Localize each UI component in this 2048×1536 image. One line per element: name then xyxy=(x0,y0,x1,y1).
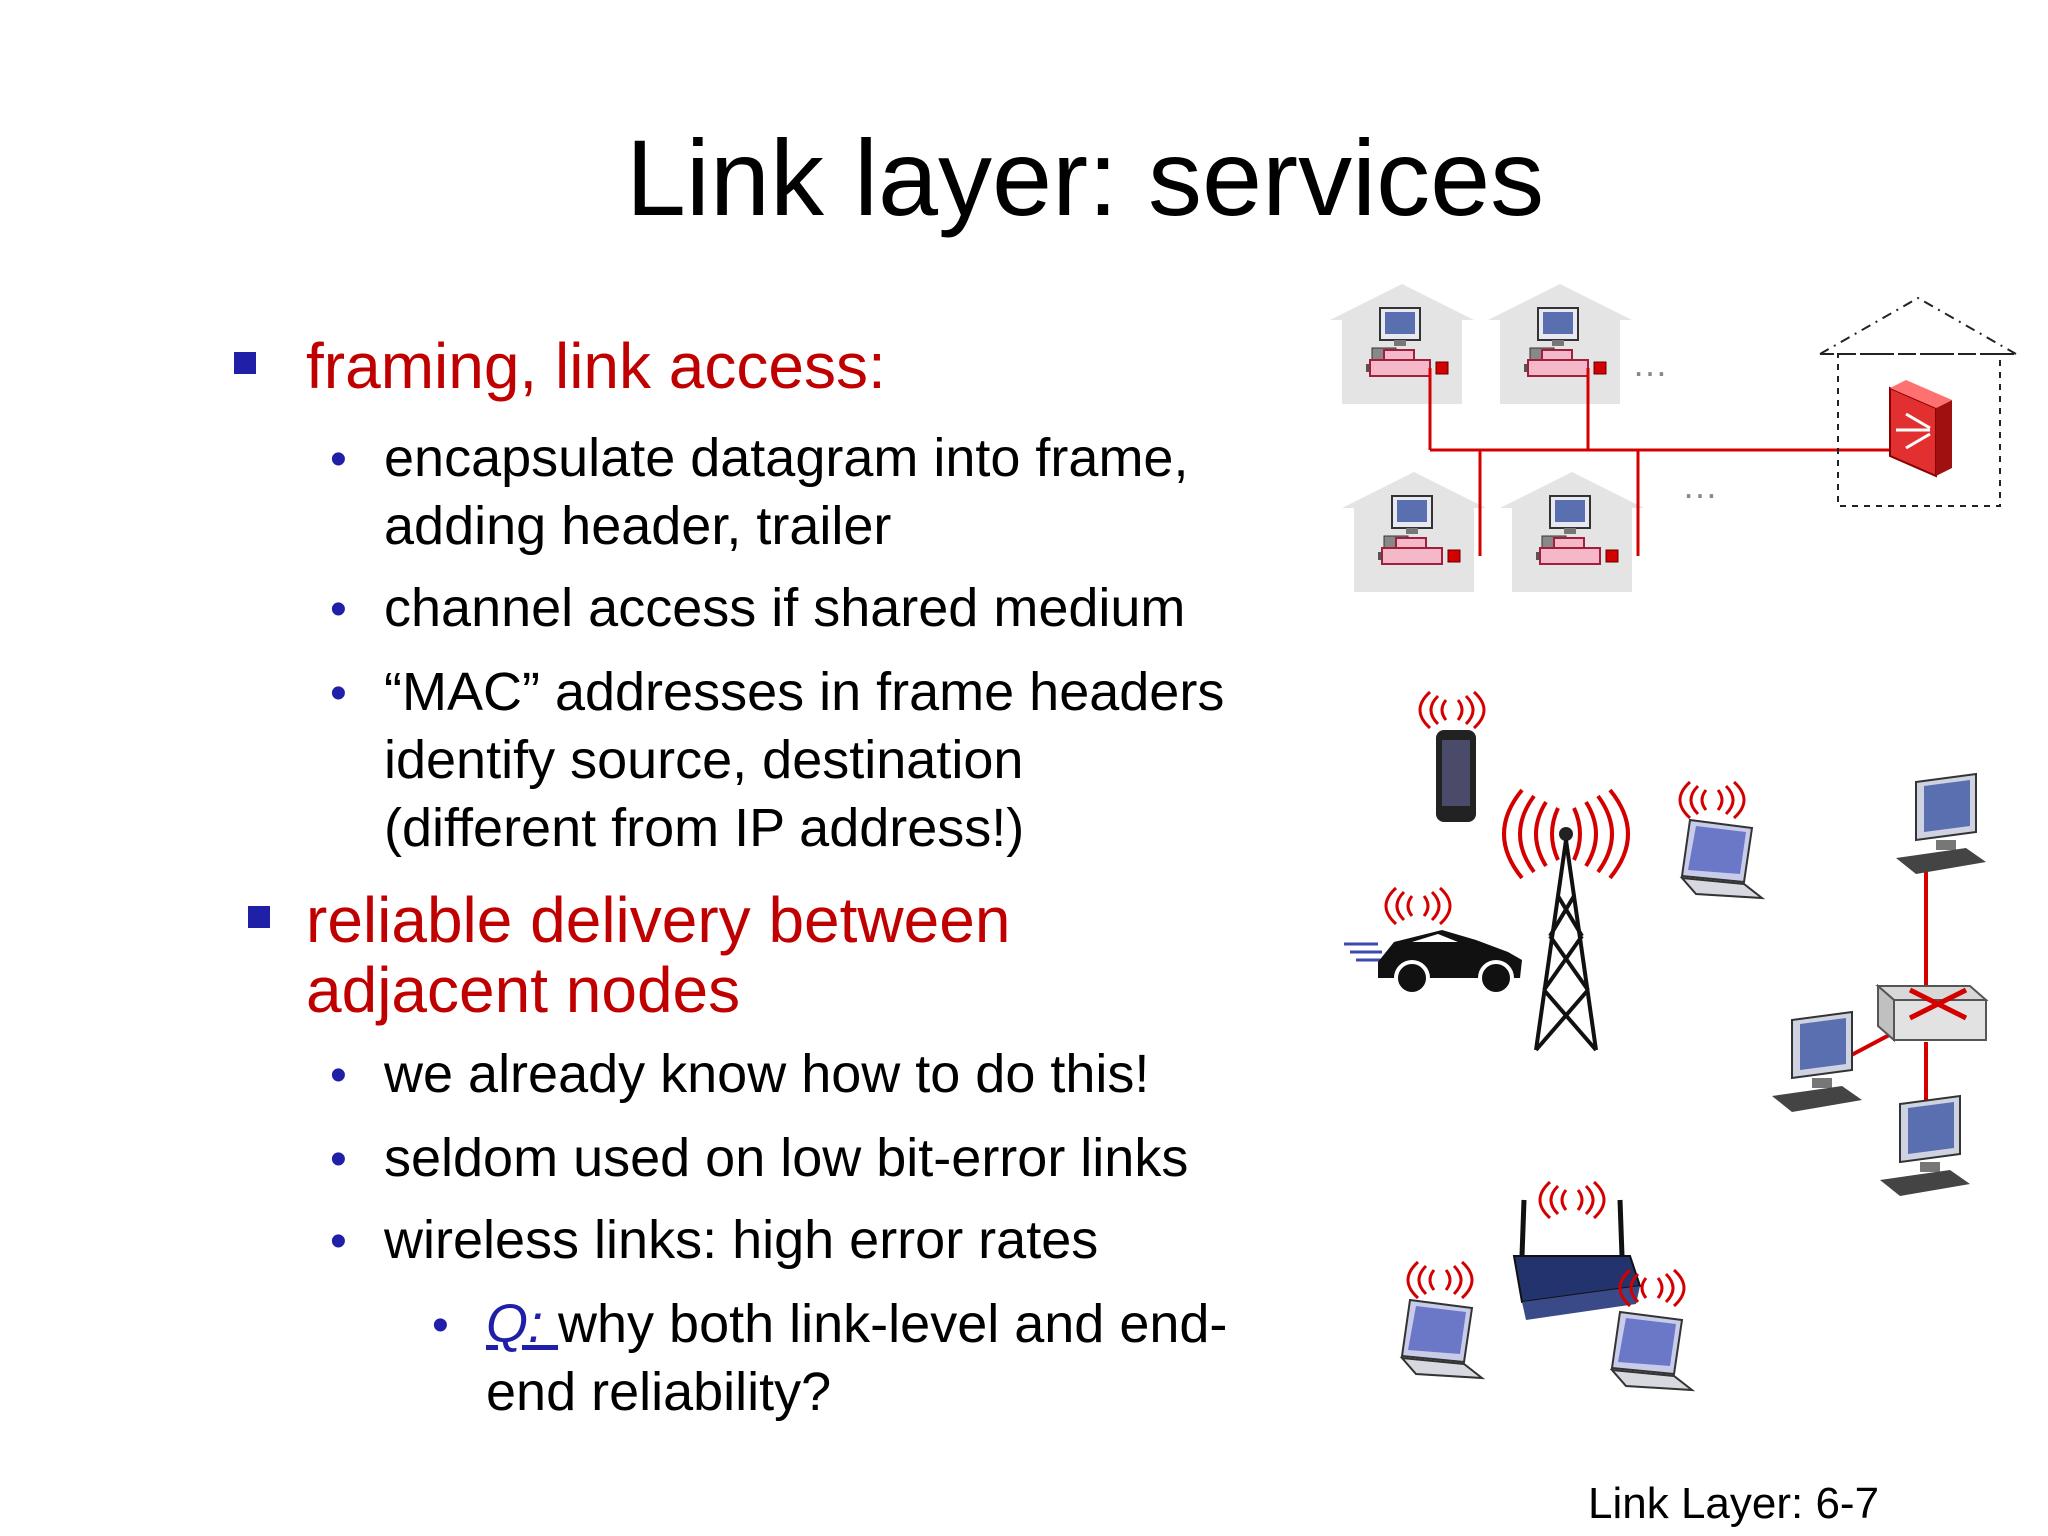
slide-footer: Link Layer: 6-7 xyxy=(1588,1479,1880,1528)
bullet-heading-reliable-continuation: adjacent nodes xyxy=(306,954,741,1026)
bullet-item: wireless links: high error rates xyxy=(384,1210,1099,1270)
cable-headend-icon xyxy=(1819,296,2017,507)
round-bullet-icon: • xyxy=(330,667,347,720)
bullet-heading-framing: framing, link access: xyxy=(306,330,886,402)
desktop-icon xyxy=(1895,773,1987,875)
house-icon xyxy=(1342,472,1486,592)
round-bullet-icon: • xyxy=(432,1299,449,1352)
bullet-item: “MAC” addresses in frame headers xyxy=(384,662,1225,722)
cable-line xyxy=(1428,368,1902,556)
desktop-icon xyxy=(1879,1095,1971,1197)
question-label: Q: xyxy=(486,1294,559,1354)
round-bullet-icon: • xyxy=(330,433,347,486)
square-bullet-icon xyxy=(248,906,270,928)
slide-title: Link layer: services xyxy=(625,117,1545,238)
cable-network-figure: … … xyxy=(1330,284,2017,592)
house-icon xyxy=(1500,472,1644,592)
wifi-router-icon xyxy=(1512,1180,1642,1320)
sub-bullet-item: Q: why both link-level and end- xyxy=(486,1290,1227,1358)
laptop-icon xyxy=(1401,1260,1483,1379)
bullet-item-continuation: adding header, trailer xyxy=(384,496,892,556)
bullet-item: encapsulate datagram into frame, xyxy=(384,428,1189,488)
ethernet-switch-icon xyxy=(1875,983,1989,1043)
house-icon xyxy=(1330,284,1474,404)
bullet-item-continuation: (different from IP address!) xyxy=(384,798,1025,858)
house-icon xyxy=(1488,284,1632,404)
bullet-item: seldom used on low bit-error links xyxy=(384,1128,1189,1188)
round-bullet-icon: • xyxy=(330,1215,347,1268)
bullet-item: we already know how to do this! xyxy=(384,1044,1150,1104)
cell-tower-icon xyxy=(1502,788,1630,1052)
question-text: why both link-level and end- xyxy=(558,1294,1228,1354)
round-bullet-icon: • xyxy=(330,583,347,636)
ellipsis-label: … xyxy=(1632,343,1668,384)
laptop-icon xyxy=(1678,780,1763,899)
bullet-item-continuation: identify source, destination xyxy=(384,730,1024,790)
ellipsis-label: … xyxy=(1682,465,1718,506)
round-bullet-icon: • xyxy=(330,1049,347,1102)
bullet-heading-reliable: reliable delivery between xyxy=(306,884,1011,956)
bullet-item: channel access if shared medium xyxy=(384,578,1186,638)
sub-bullet-item-continuation: end reliability? xyxy=(486,1362,832,1422)
square-bullet-icon xyxy=(234,352,256,374)
wireless-and-ethernet-figure xyxy=(1344,690,1989,1391)
desktop-icon xyxy=(1771,1011,1863,1113)
car-icon xyxy=(1344,886,1522,996)
round-bullet-icon: • xyxy=(330,1133,347,1186)
smartphone-icon xyxy=(1418,690,1486,822)
